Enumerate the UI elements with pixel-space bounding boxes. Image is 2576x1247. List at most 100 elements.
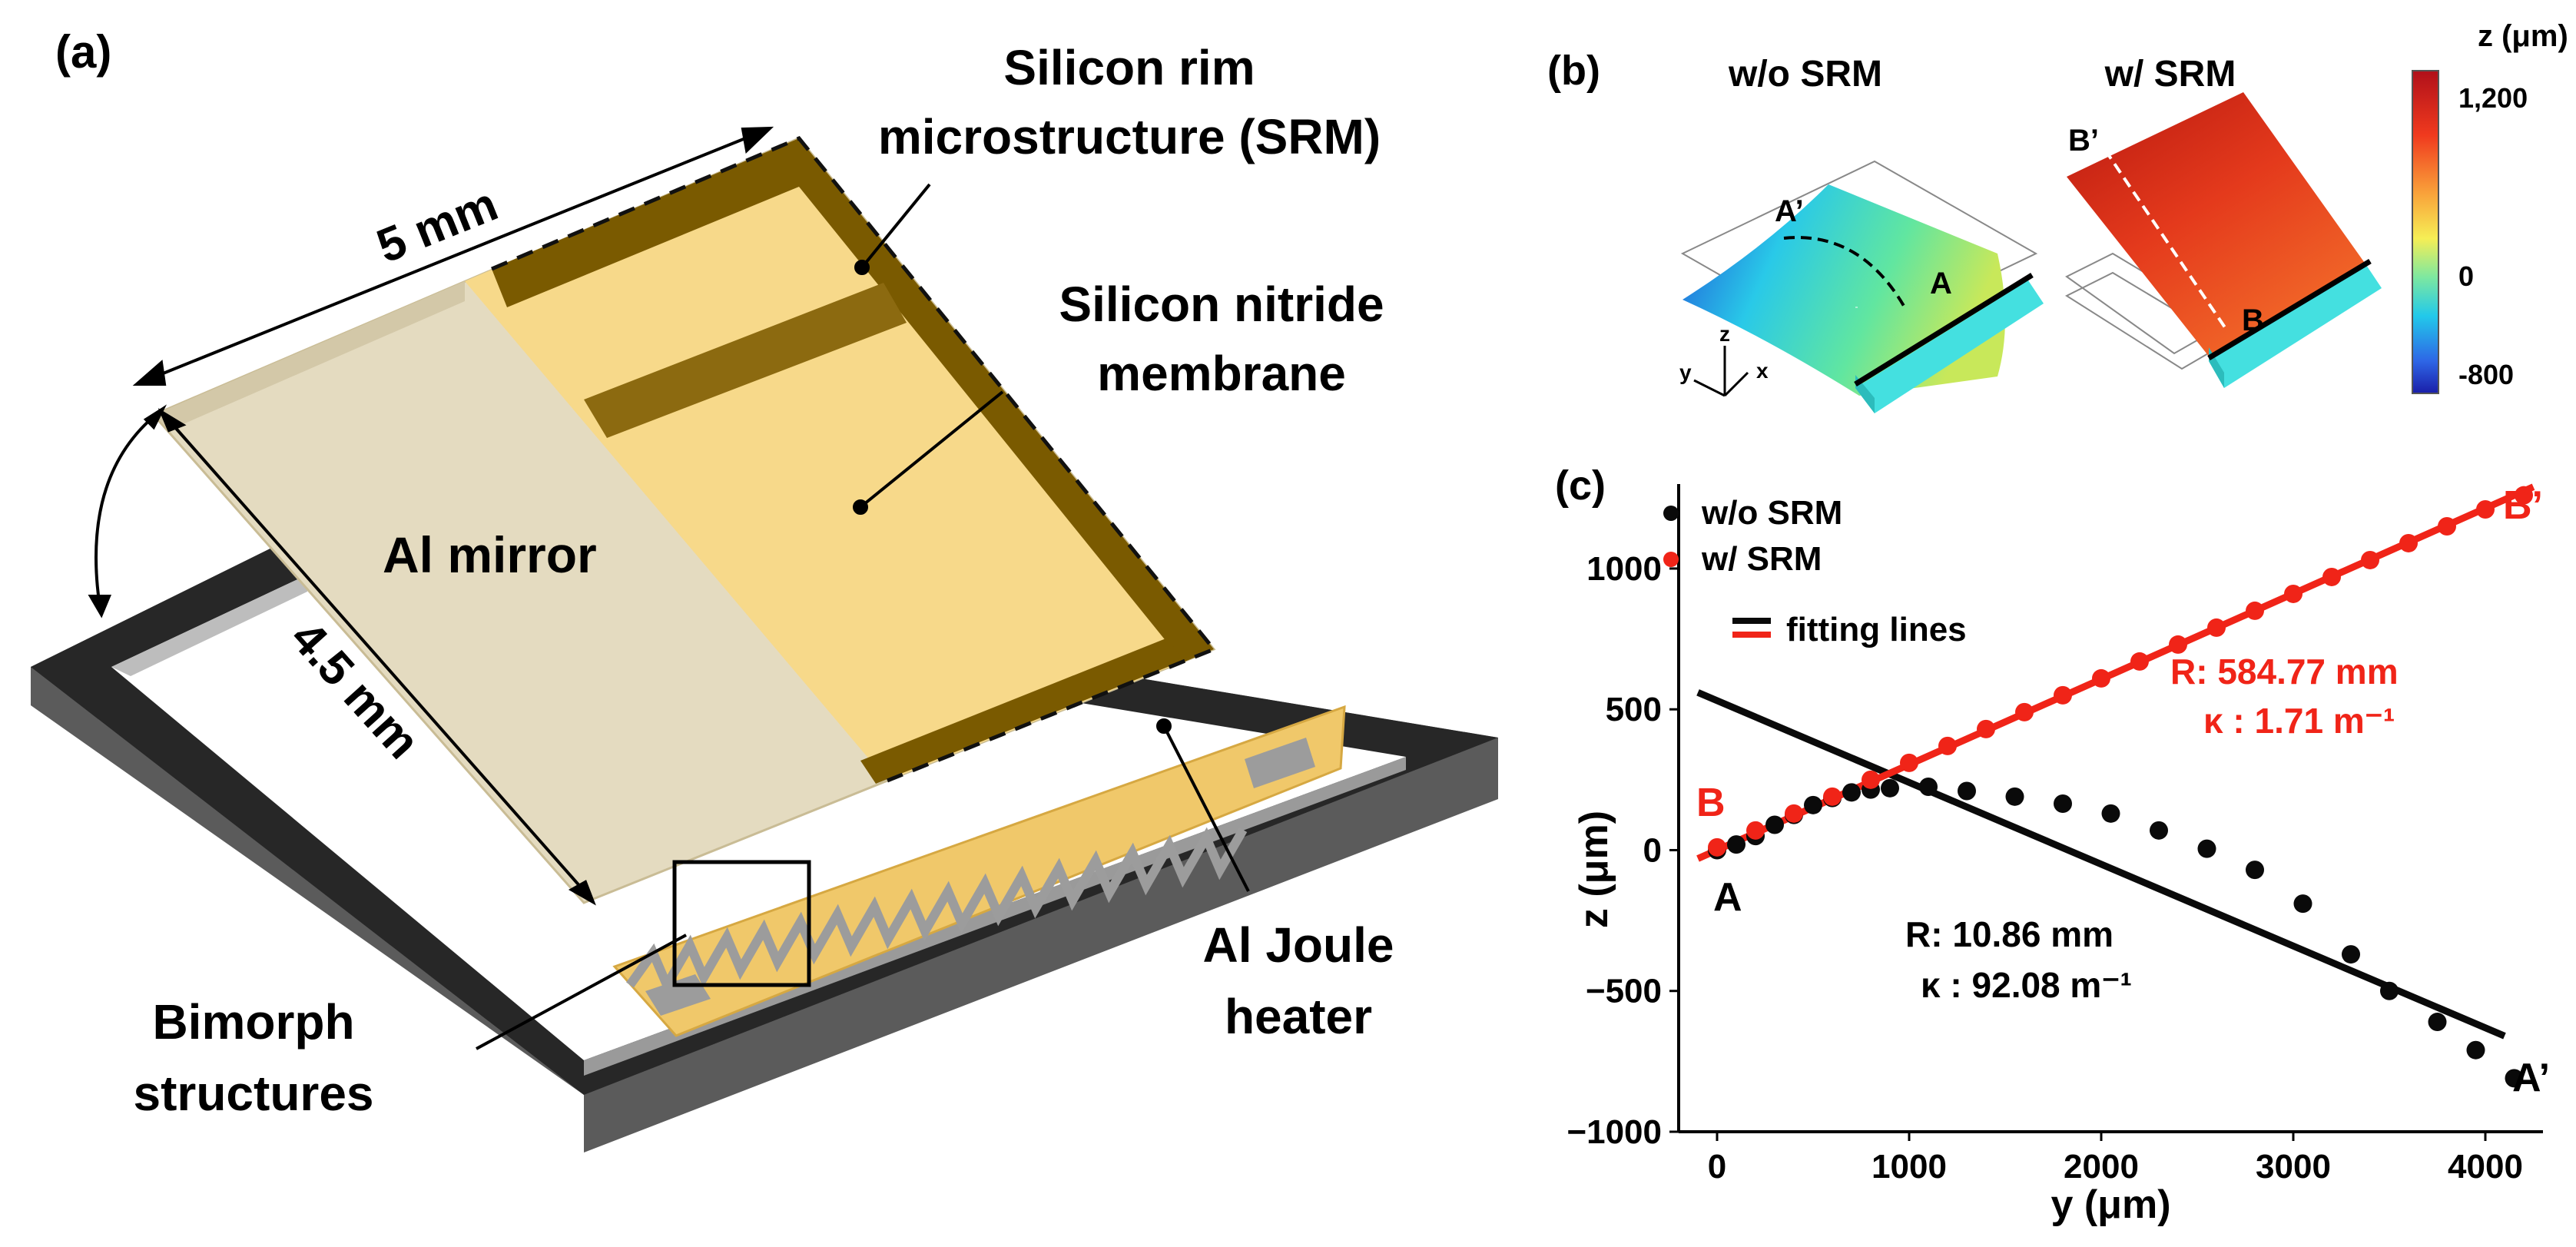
membrane-label-1: Silicon nitride [1059,277,1384,332]
data-point [1804,795,1822,814]
srm-label-1: Silicon rim [1003,40,1255,95]
colorbar: z (μm) 1,200 0 -800 [2412,19,2568,394]
bimorph-label-2: structures [134,1066,374,1121]
mirror-label: Al mirror [383,526,597,583]
colorbar-tick-zero: 0 [2458,260,2474,292]
dimension-arrows [88,126,774,906]
annotation-black-radius: R: 10.86 mm [1905,914,2114,954]
data-point [2246,861,2264,880]
point-a: A [1930,267,1952,300]
data-point [1958,781,1976,801]
x-tick-label: 3000 [2256,1148,2331,1186]
data-point [2197,839,2216,858]
colorbar-title: z (μm) [2478,19,2568,53]
legend-marker-red [1663,552,1679,567]
dim-top-label: 5 mm [370,177,505,274]
colorbar-tick-max: 1,200 [2458,82,2528,114]
panel-c-label: (c) [1555,463,1606,509]
mirror-membrane [151,135,1218,904]
legend-marker-black [1663,506,1679,521]
y-axis-label: z (μm) [1572,811,1616,928]
data-point [1765,815,1784,834]
heater-label-1: Al Joule [1203,917,1394,973]
axis-y: y [1679,360,1692,384]
point-b: B [2242,303,2264,337]
title-with-srm: w/ SRM [2104,54,2236,95]
x-tick-label: 2000 [2064,1148,2139,1186]
colorbar-tick-min: -800 [2458,359,2514,390]
data-point [1919,778,1938,797]
data-point [1862,770,1880,789]
point-a-prime: A’ [1775,194,1804,228]
data-point [2505,1069,2524,1088]
data-point [1842,783,1861,802]
leader-lines [476,183,1250,1050]
data-point [1900,753,1918,772]
data-point [1727,835,1746,854]
data-point [2342,945,2360,964]
heater-strip [612,705,1346,1037]
legend-label-red: w/ SRM [1701,540,1822,578]
data-point [2284,584,2302,603]
data-point [1938,736,1957,755]
data-point [2246,601,2264,620]
axis-triad [1693,346,1749,397]
data-point [2380,981,2399,1000]
data-point [2015,702,2034,721]
data-point [1708,837,1726,857]
panel-a-label: (a) [55,26,111,78]
annotation-red-curvature: κ : 1.71 m⁻¹ [2203,701,2395,741]
panel-b-label: (b) [1547,48,1600,94]
chart-label-b-prime: B’ [2503,483,2543,528]
surface-without-srm: A A’ z x y [1679,160,2044,413]
data-point [1977,719,1995,738]
y-tick-label: 0 [1643,831,1662,869]
data-point [2399,533,2418,552]
data-point [1881,778,1899,798]
panel-b: (b) w/o SRM w/ SRM A A’ z x y [1547,19,2568,413]
x-tick-label: 4000 [2448,1148,2523,1186]
annotation-red-radius: R: 584.77 mm [2170,652,2399,691]
data-point [2322,567,2341,586]
surface-with-srm: B B’ [2064,92,2382,388]
x-tick-label: 0 [1708,1148,1726,1186]
data-point [2005,787,2024,806]
x-axis-label: y (μm) [2051,1182,2170,1227]
legend-fit-black [1732,618,1771,624]
point-b-prime: B’ [2068,124,2099,158]
data-point [1785,804,1803,823]
y-tick-label: −500 [1586,973,1662,1010]
axis-z: z [1719,322,1730,346]
legend-label-black: w/o SRM [1701,494,1842,532]
bimorph-label-1: Bimorph [152,994,354,1050]
data-point [2150,821,2168,840]
title-without-srm: w/o SRM [1728,54,1882,95]
data-point [2466,1040,2485,1060]
chart-label-a-prime: A’ [2512,1056,2550,1100]
annotation-black-curvature: κ : 92.08 m⁻¹ [1921,965,2132,1005]
serpentine-heater [626,827,1248,996]
chart-label-b: B [1696,781,1726,825]
data-point [2054,794,2072,814]
data-point [2169,635,2187,654]
bimorph-box [672,860,811,987]
y-tick-label: 500 [1606,691,1662,728]
chart-label-a: A [1713,875,1742,920]
data-point [2515,486,2533,505]
legend: w/o SRM w/ SRM fitting lines [1663,494,1967,648]
srm-label-2: microstructure (SRM) [878,109,1381,164]
legend-label-fit: fitting lines [1786,611,1967,648]
heater-label-2: heater [1225,989,1372,1044]
data-point [2207,618,2226,637]
data-point [2361,550,2379,569]
panel-a: (a) [31,26,1498,1152]
data-point [2476,499,2495,519]
legend-fit-red [1732,632,1771,638]
membrane-label-2: membrane [1097,346,1346,401]
data-point [2428,1013,2447,1032]
y-tick-label: −1000 [1566,1113,1662,1151]
data-point [2054,685,2072,705]
